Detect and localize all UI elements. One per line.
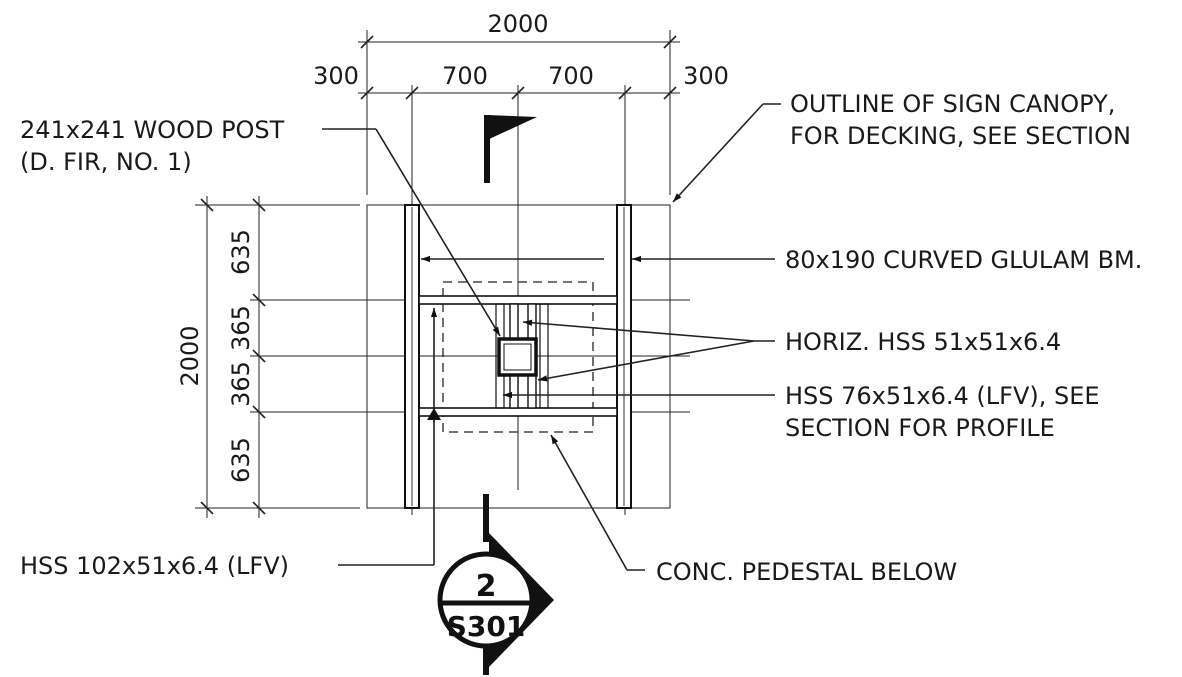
label-glulam: 80x190 CURVED GLULAM BM.: [785, 246, 1142, 274]
label-hss102: HSS 102x51x6.4 (LFV): [20, 552, 289, 580]
vertical-dimensions: 2000 635 365 365 635: [176, 196, 420, 518]
dim-overall-depth: 2000: [176, 325, 204, 386]
label-wood-post-line1: 241x241 WOOD POST: [20, 116, 285, 144]
label-pedestal: CONC. PEDESTAL BELOW: [656, 558, 957, 586]
section-number: 2: [476, 569, 497, 604]
dim-depth-bottom: 635: [227, 437, 255, 483]
label-canopy-line1: OUTLINE OF SIGN CANOPY,: [790, 90, 1115, 118]
plan-geometry: [366, 115, 690, 515]
north-arrow-icon: [484, 115, 537, 183]
concrete-pedestal: [442, 281, 594, 433]
label-wood-post-line2: (D. FIR, NO. 1): [20, 148, 192, 176]
dim-left-span: 700: [442, 62, 488, 90]
callouts: 241x241 WOOD POST (D. FIR, NO. 1) OUTLIN…: [20, 90, 1142, 586]
label-canopy-line2: FOR DECKING, SEE SECTION: [790, 122, 1131, 150]
label-horiz-hss: HORIZ. HSS 51x51x6.4: [785, 328, 1061, 356]
dim-depth-mid-upper: 365: [227, 305, 255, 351]
horizontal-dimensions: 2000 300 700 700 300: [313, 10, 729, 200]
label-hss76-line2: SECTION FOR PROFILE: [785, 414, 1055, 442]
hss-102-upper: [418, 295, 618, 305]
section-tag: 2 S301: [437, 494, 554, 675]
wood-post: [497, 337, 538, 377]
dim-depth-top: 635: [227, 229, 255, 275]
label-hss76-line1: HSS 76x51x6.4 (LFV), SEE: [785, 382, 1100, 410]
section-sheet: S301: [447, 610, 526, 643]
dim-depth-mid-lower: 365: [227, 361, 255, 407]
dim-left-overhang: 300: [313, 62, 359, 90]
dim-right-overhang: 300: [683, 62, 729, 90]
dim-overall-width: 2000: [487, 10, 548, 38]
dim-right-span: 700: [548, 62, 594, 90]
leaders: [322, 103, 781, 571]
hss-102-lower: [418, 407, 618, 417]
